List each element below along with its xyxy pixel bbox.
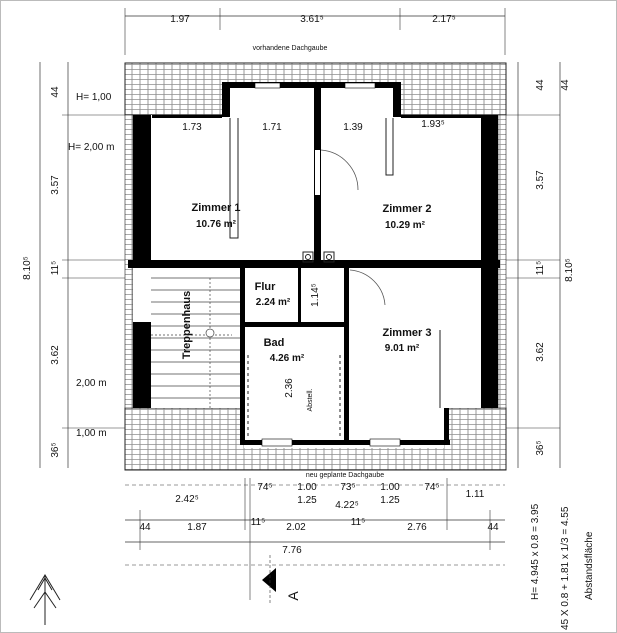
right-dim-5: 36⁵ — [535, 440, 546, 455]
bottom-row2-3: 11⁵ — [251, 517, 266, 528]
height-label-2: H= 2,00 m — [68, 142, 114, 153]
left-dimension-chain: 44 3.57 11⁵ 3.62 36⁵ 8.10⁵ — [22, 62, 130, 468]
height-label-3: 2,00 m — [76, 378, 107, 389]
section-marker-icon — [262, 555, 276, 605]
left-dim-2: 3.57 — [50, 175, 61, 195]
bad-height: 2.36 — [284, 378, 295, 398]
wall-dim-1: 1.73 — [182, 122, 202, 133]
bottom-row2-2: 1.87 — [187, 522, 207, 533]
height-label-4: 1,00 m — [76, 428, 107, 439]
room-name-bad: Bad — [264, 337, 285, 349]
bottom-row2-1: 44 — [139, 522, 151, 533]
bottom-row2-6: 2.76 — [407, 522, 427, 533]
left-total: 8.10⁵ — [22, 256, 33, 280]
bottom-dim-9: 4.22⁵ — [335, 500, 359, 511]
room-name-zimmer1: Zimmer 1 — [192, 202, 241, 214]
bottom-dim-2: 74⁵ — [257, 482, 272, 493]
room-area-zimmer3: 9.01 m² — [385, 343, 420, 354]
formula-3: Abstandsfläche — [584, 531, 595, 600]
flur-width: 1.14⁵ — [310, 283, 321, 307]
section-label: A — [285, 591, 301, 601]
bottom-dim-10: 1.25 — [380, 495, 400, 506]
bottom-dim-5: 1.00 — [380, 482, 400, 493]
left-dim-3: 11⁵ — [50, 261, 61, 276]
left-dim-1: 44 — [50, 86, 61, 98]
top-dimension-line: 1.97 3.61⁵ 2.17⁵ — [124, 8, 506, 55]
formula-1: H= 4.945 x 0.8 = 3.95 — [530, 503, 541, 600]
wall-dim-3: 1.39 — [343, 122, 363, 133]
room-area-flur: 2.24 m² — [256, 297, 291, 308]
bottom-dimension-chain: 2.42⁵ 74⁵ 1.00 73⁵ 1.00 74⁵ 1.11 1.25 4.… — [125, 478, 505, 600]
height-label-1: H= 1,00 — [76, 92, 112, 103]
staircase — [151, 277, 240, 408]
planned-dormer-label: neu geplante Dachgaube — [306, 472, 384, 479]
bottom-dim-1: 2.42⁵ — [175, 494, 199, 505]
right-dim-3: 11⁵ — [535, 261, 546, 276]
room-area-bad: 4.26 m² — [270, 353, 305, 364]
left-dim-4: 3.62 — [50, 345, 61, 365]
upper-dormer — [222, 86, 400, 116]
bottom-dim-6: 74⁵ — [424, 482, 439, 493]
right-dimension-chain: 44 3.57 11⁵ 3.62 36⁵ 8.10⁵ 44 — [500, 62, 575, 468]
room-area-zimmer2: 10.29 m² — [385, 220, 426, 231]
top-dim-1: 1.97 — [170, 14, 190, 25]
bottom-row2-5: 11⁵ — [351, 517, 366, 528]
top-dim-3: 2.17⁵ — [432, 14, 456, 25]
right-top-44: 44 — [560, 79, 571, 91]
right-dim-1: 44 — [535, 79, 546, 91]
bottom-dim-4: 73⁵ — [340, 482, 355, 493]
bottom-dim-8: 1.25 — [297, 495, 317, 506]
north-arrow-icon — [29, 574, 61, 625]
abstell-label: Abstell. — [307, 388, 314, 411]
bottom-total: 7.76 — [282, 545, 302, 556]
room-name-flur: Flur — [255, 281, 276, 293]
right-dim-2: 3.57 — [535, 170, 546, 190]
wall-dim-4: 1.93⁵ — [421, 119, 445, 130]
room-area-zimmer1: 10.76 m² — [196, 219, 237, 230]
room-name-treppenhaus: Treppenhaus — [181, 291, 193, 359]
bottom-row2-4: 2.02 — [286, 522, 306, 533]
bottom-row2-7: 44 — [487, 522, 499, 533]
existing-dormer-label: vorhandene Dachgaube — [253, 45, 328, 52]
room-name-zimmer2: Zimmer 2 — [383, 203, 432, 215]
openings — [254, 82, 401, 447]
top-dim-2: 3.61⁵ — [300, 14, 324, 25]
right-dim-4: 3.62 — [535, 342, 546, 362]
wall-dim-2: 1.71 — [262, 122, 282, 133]
left-dim-5: 36⁵ — [50, 442, 61, 457]
bottom-dim-7: 1.11 — [466, 489, 485, 500]
partitions — [229, 118, 441, 438]
bottom-dim-3: 1.00 — [297, 482, 317, 493]
formula-2: 45 X 0.8 + 1.81 x 1/3 = 4.55 — [560, 506, 571, 630]
room-name-zimmer3: Zimmer 3 — [383, 327, 432, 339]
right-total: 8.10⁵ — [564, 258, 575, 282]
